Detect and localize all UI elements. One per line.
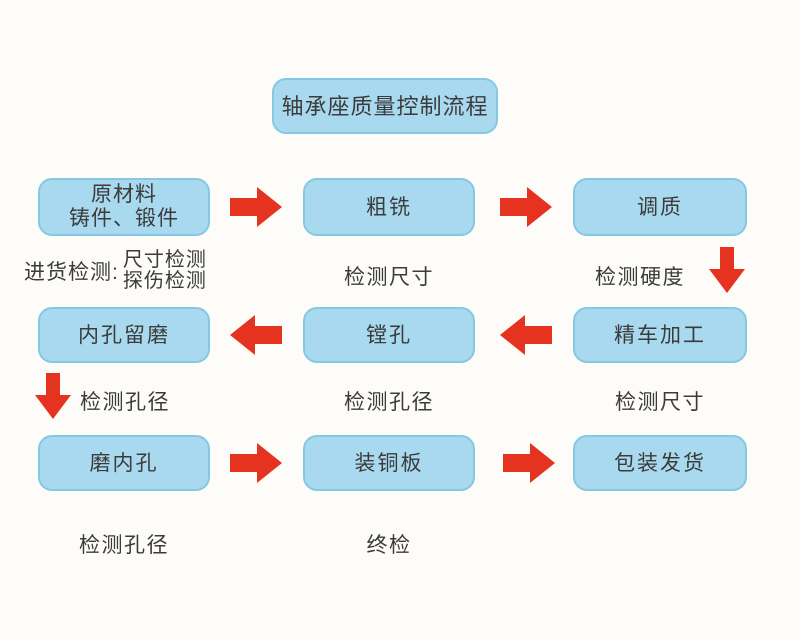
- incoming-inspection-group: 进货检测: 尺寸检测 探伤检测: [24, 250, 207, 292]
- node-grind-inner-hole: 磨内孔: [38, 435, 210, 491]
- node-packing-shipping-label: 包装发货: [614, 451, 706, 475]
- label-check-hardness: 检测硬度: [595, 266, 685, 289]
- node-install-copper-plate: 装铜板: [303, 435, 475, 491]
- flowchart-title: 轴承座质量控制流程: [281, 93, 489, 119]
- arrow-right-icon: [230, 187, 282, 227]
- arrow-right-icon: [503, 443, 555, 483]
- arrow-right-shape: [230, 187, 282, 227]
- label-final-inspection: 终检: [366, 534, 412, 557]
- arrow-down-shape: [709, 247, 745, 293]
- label-check-bore-row2-left: 检测孔径: [80, 391, 170, 414]
- incoming-inspection-item2: 探伤检测: [122, 270, 207, 292]
- arrow-down-icon: [709, 247, 745, 293]
- incoming-inspection-items: 尺寸检测 探伤检测: [123, 250, 207, 292]
- incoming-inspection-item1: 尺寸检测: [122, 249, 207, 271]
- arrow-right-icon: [230, 443, 282, 483]
- arrow-right-icon: [500, 187, 552, 227]
- label-check-dimension-row2: 检测尺寸: [615, 391, 705, 414]
- node-install-copper-plate-label: 装铜板: [354, 451, 424, 475]
- arrow-right-shape: [503, 443, 555, 483]
- node-finish-turning: 精车加工: [573, 307, 747, 363]
- arrow-down-icon: [35, 373, 71, 419]
- node-rough-milling-label: 粗铣: [366, 195, 412, 219]
- arrow-left-icon: [230, 315, 282, 355]
- node-raw-material-line2: 铸件、锻件: [69, 207, 179, 230]
- arrow-left-icon: [500, 315, 552, 355]
- node-packing-shipping: 包装发货: [573, 435, 747, 491]
- node-bore-grinding-allowance: 内孔留磨: [38, 307, 210, 363]
- node-raw-material: 原材料 铸件、锻件: [38, 178, 210, 236]
- arrow-left-shape: [230, 315, 282, 355]
- node-boring: 镗孔: [303, 307, 475, 363]
- arrow-right-shape: [500, 187, 552, 227]
- node-boring-label: 镗孔: [366, 323, 412, 347]
- arrow-left-shape: [500, 315, 552, 355]
- label-check-dimension-row1: 检测尺寸: [344, 266, 434, 289]
- node-finish-turning-label: 精车加工: [614, 323, 706, 347]
- label-check-bore-row3: 检测孔径: [79, 534, 169, 557]
- node-bore-grinding-allowance-label: 内孔留磨: [78, 323, 170, 347]
- incoming-inspection-label: 进货检测:: [24, 261, 119, 284]
- node-rough-milling: 粗铣: [303, 178, 475, 236]
- label-check-bore-row2-mid: 检测孔径: [344, 391, 434, 414]
- node-raw-material-line1: 原材料: [91, 183, 157, 206]
- arrow-right-shape: [230, 443, 282, 483]
- flowchart-title-box: 轴承座质量控制流程: [272, 78, 498, 134]
- node-quench-temper: 调质: [573, 178, 747, 236]
- node-quench-temper-label: 调质: [637, 195, 683, 219]
- arrow-down-shape: [35, 373, 71, 419]
- node-grind-inner-hole-label: 磨内孔: [89, 451, 159, 475]
